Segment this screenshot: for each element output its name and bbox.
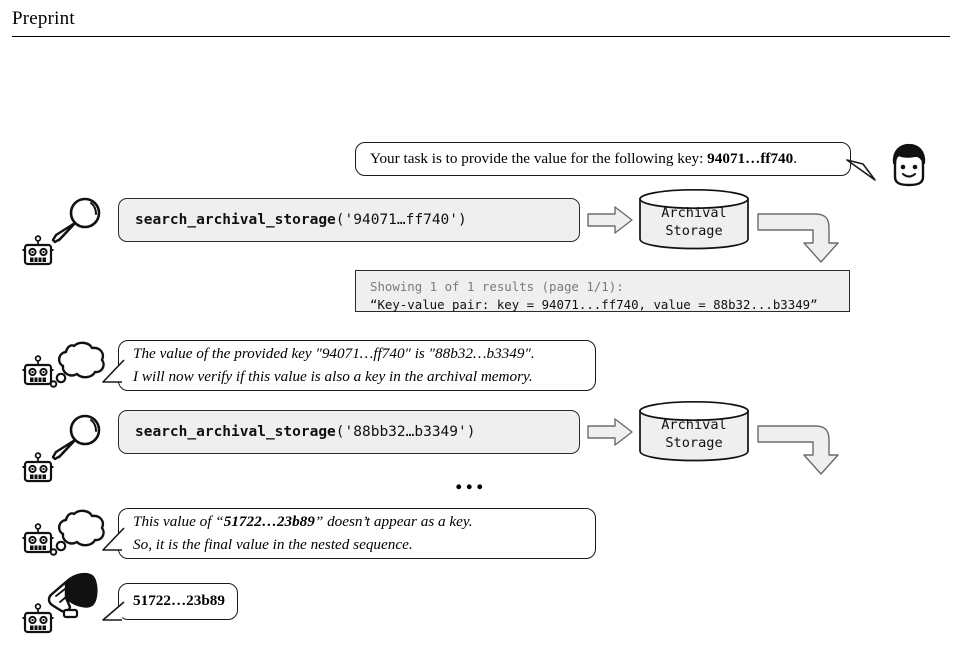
final-thought-line-1: This value of “51722…23b89” doesn’t appe… — [133, 511, 581, 534]
user-request-suffix: . — [793, 149, 798, 167]
result-meta-1: Showing 1 of 1 results (page 1/1): — [370, 279, 624, 294]
function-arg-2: ('88bb32…b3349') — [335, 424, 476, 440]
search-result-box-1: Showing 1 of 1 results (page 1/1): “Key-… — [355, 270, 850, 312]
arrow-from-storage-1 — [757, 213, 839, 263]
final-answer-value: 51722…23b89 — [133, 592, 225, 610]
user-request-key: 94071…ff740 — [707, 149, 794, 167]
magnifier-icon — [51, 414, 101, 461]
user-request-prefix: Your task is to provide the value for th… — [370, 149, 708, 167]
arrow-to-storage-1 — [587, 206, 633, 234]
function-name-2: search_archival_storage — [135, 424, 336, 440]
final-answer-bubble-tail — [102, 601, 125, 621]
final-thought-key: 51722…23b89 — [223, 513, 315, 530]
final-thought-line-2: So, it is the final value in the nested … — [133, 535, 413, 553]
function-name-1: search_archival_storage — [135, 212, 336, 228]
robot-icon — [22, 603, 54, 634]
page-title: Preprint — [12, 8, 75, 29]
arrow-to-storage-2 — [587, 418, 633, 446]
arrow-from-storage-2 — [757, 425, 839, 475]
function-call-box-2: search_archival_storage('88bb32…b3349') — [118, 410, 580, 454]
final-answer-bubble: 51722…23b89 — [118, 583, 238, 620]
thought-cloud-icon — [49, 509, 105, 556]
header-divider — [12, 36, 950, 37]
megaphone-icon — [47, 572, 98, 619]
steps-ellipsis: ... — [455, 463, 487, 496]
agent-thought-bubble-1: The value of the provided key "94071…ff7… — [118, 340, 596, 391]
robot-icon — [22, 452, 54, 483]
function-arg-1: ('94071…ff740') — [335, 212, 467, 228]
agent-thought-bubble-2: This value of “51722…23b89” doesn’t appe… — [118, 508, 596, 559]
thought-bubble-tail-2 — [102, 527, 125, 551]
function-call-box-1: search_archival_storage('94071…ff740') — [118, 198, 580, 242]
robot-icon — [22, 523, 54, 554]
thought-cloud-icon — [49, 341, 105, 388]
final-thought-prefix: This value of “ — [133, 513, 224, 530]
thought-line-2: I will now verify if this value is also … — [133, 367, 533, 385]
thought-bubble-tail-1 — [102, 359, 125, 383]
user-bubble-tail — [846, 159, 876, 181]
user-avatar-icon — [892, 143, 926, 187]
archival-storage-2: Archival Storage — [638, 400, 750, 462]
final-answer-text: 51722…23b89 — [133, 590, 225, 613]
robot-icon — [22, 235, 54, 266]
final-thought-suffix: ” doesn’t appear as a key. — [314, 513, 473, 530]
result-value-1: “Key-value pair: key = 94071...ff740, va… — [370, 296, 818, 312]
thought-line-1: The value of the provided key "94071…ff7… — [133, 345, 535, 362]
user-request-text: Your task is to provide the value for th… — [370, 148, 836, 171]
user-request-bubble: Your task is to provide the value for th… — [355, 142, 851, 176]
robot-icon — [22, 355, 54, 386]
magnifier-icon — [51, 197, 101, 244]
archival-storage-1: Archival Storage — [638, 188, 750, 250]
